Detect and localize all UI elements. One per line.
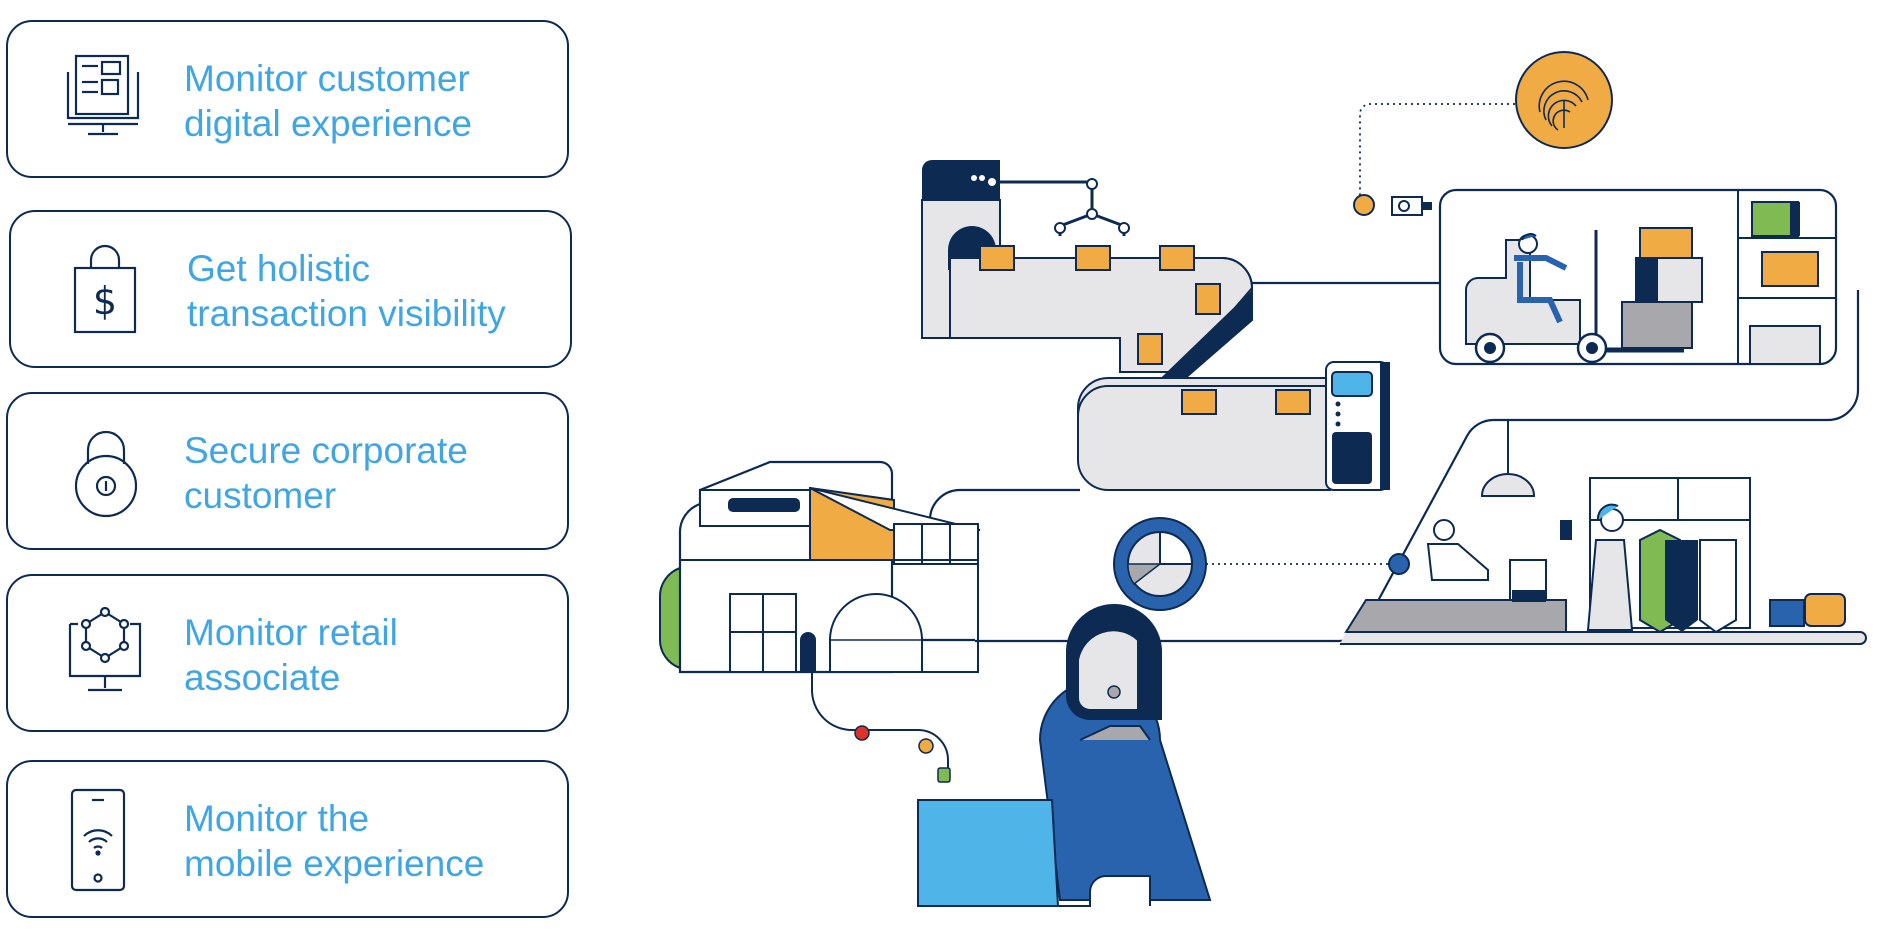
packages <box>979 245 1311 415</box>
network-monitor-icon <box>58 604 152 700</box>
conveyor-machine <box>921 160 1390 491</box>
warehouse-room <box>1438 188 1838 366</box>
newspaper-monitor-icon <box>58 52 148 142</box>
smartphone-wifi-icon <box>68 786 128 894</box>
fingerprint-icon <box>1515 51 1613 149</box>
store-building <box>658 460 981 674</box>
pie-chart-icon <box>1113 517 1207 611</box>
svg-text:$: $ <box>93 279 117 323</box>
retail-shop <box>1340 420 1867 645</box>
padlock-icon <box>66 424 146 520</box>
person-with-laptop <box>917 603 1212 907</box>
sensor-dot <box>1353 194 1375 216</box>
shopping-bag-dollar-icon: $ <box>65 242 145 338</box>
security-camera-icon <box>1391 196 1432 216</box>
